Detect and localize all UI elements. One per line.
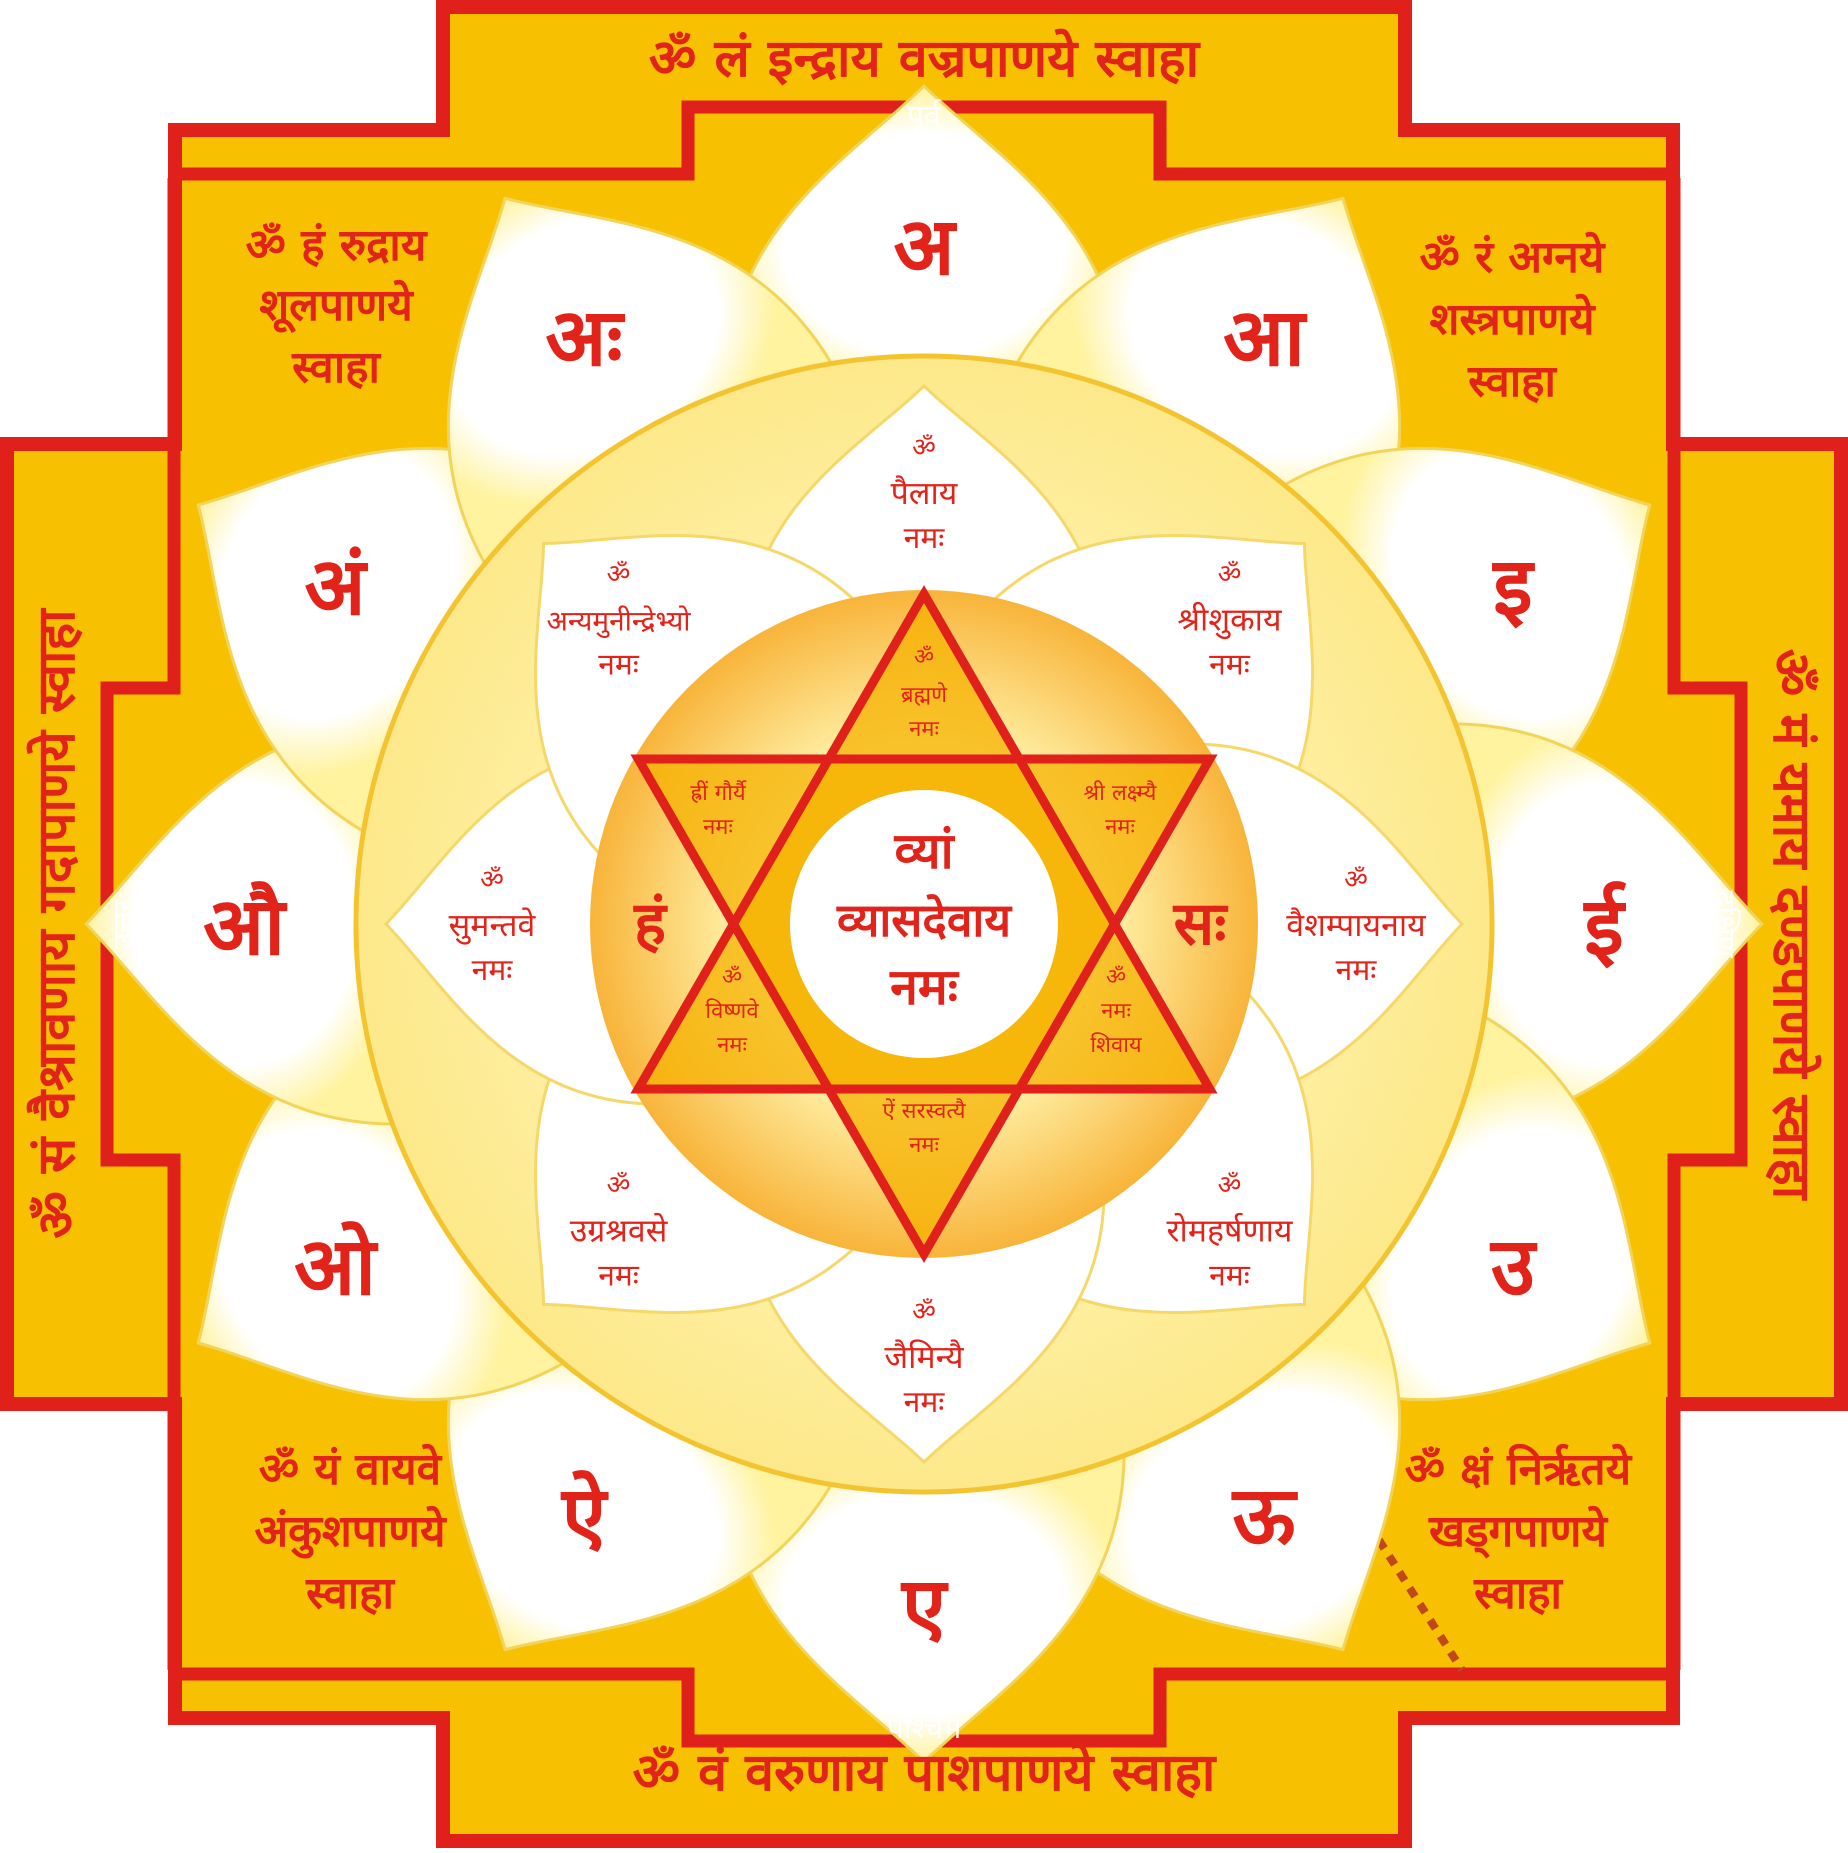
inner-petal-namah: नमः bbox=[904, 1385, 946, 1420]
corner-bottom-right-line-3: स्वाहा bbox=[1473, 1568, 1563, 1619]
star-lower-right-line-1: नमः bbox=[1101, 999, 1131, 1024]
inner-petal-name: अन्यमुनीन्द्रेभ्यो bbox=[546, 605, 691, 639]
outer-petal-letter: उ bbox=[1489, 1220, 1538, 1313]
star-bottom-line-1: ऐं सरस्वत्यै bbox=[883, 1098, 967, 1124]
corner-bottom-left-line-3: स्वाहा bbox=[305, 1568, 395, 1619]
inner-petal-name: वैशम्पायनाय bbox=[1286, 906, 1427, 944]
side-letter-right: सः bbox=[1173, 889, 1229, 959]
corner-bottom-right-line-1: ॐ क्षं निर्ऋतये bbox=[1405, 1443, 1633, 1495]
corner-bottom-left-line-2: अंकुशपाणये bbox=[254, 1505, 447, 1559]
outer-petal-letter: ऐ bbox=[560, 1469, 609, 1562]
star-lower-right-om: ॐ bbox=[1106, 965, 1126, 990]
star-lower-left-line-1: विष्णवे bbox=[705, 998, 759, 1024]
corner-top-left-line-3: स्वाहा bbox=[291, 342, 381, 393]
inner-petal-name: सुमन्तवे bbox=[449, 906, 537, 945]
inner-petal-name: श्रीशुकाय bbox=[1177, 601, 1283, 640]
outer-petal bbox=[446, 196, 840, 576]
corner-top-right: ॐ रं अग्नये शस्त्रपाणये स्वाहा bbox=[1420, 231, 1606, 407]
inner-petal-name: रोमहर्षणाय bbox=[1166, 1211, 1293, 1249]
star-upper-right-line-1: श्री लक्ष्म्यै bbox=[1084, 780, 1158, 806]
outer-petal-letter: ई bbox=[1582, 880, 1626, 973]
corner-bottom-right-line-2: खड्गपाणये bbox=[1428, 1505, 1609, 1559]
corner-bottom-left: ॐ यं वायवे अंकुशपाणये स्वाहा bbox=[254, 1443, 447, 1619]
star-upper-left-line-2: नमः bbox=[703, 815, 733, 840]
corner-top-left: ॐ हं रुद्राय शूलपाणये स्वाहा bbox=[246, 220, 428, 393]
inner-petal-namah: नमः bbox=[1336, 953, 1378, 988]
corner-top-right-line-1: ॐ रं अग्नये bbox=[1420, 231, 1606, 283]
star-point-bottom: ऐं सरस्वत्यै नमः bbox=[883, 1098, 967, 1158]
inner-petal-namah: नमः bbox=[598, 648, 640, 683]
inner-petal-om: ॐ bbox=[1344, 865, 1368, 895]
corner-bottom-right: ॐ क्षं निर्ऋतये खड्गपाणये स्वाहा bbox=[1405, 1443, 1633, 1619]
star-point-lower-left: ॐ विष्णवे नमः bbox=[705, 965, 759, 1058]
inner-petal-name: जैमिन्यै bbox=[884, 1338, 965, 1376]
star-lower-left-line-2: नमः bbox=[717, 1033, 747, 1058]
outer-petal-letter: ऊ bbox=[1231, 1469, 1299, 1562]
star-top-line-2: नमः bbox=[909, 717, 939, 742]
gate-bottom-mantra: ॐ वं वरुणाय पाशपाणये स्वाहा bbox=[633, 1742, 1218, 1803]
inner-petal-namah: नमः bbox=[1209, 1258, 1251, 1293]
inner-petal-namah: नमः bbox=[1209, 648, 1251, 683]
center-line-1: व्यां bbox=[893, 822, 955, 880]
inner-petal-namah: नमः bbox=[904, 521, 946, 556]
inner-petal-namah: नमः bbox=[598, 1258, 640, 1293]
gate-left-mantra: ॐ सं वैश्रावणाय गदापाणये स्वाहा bbox=[26, 607, 87, 1239]
outer-petal-letter: इ bbox=[1491, 540, 1535, 633]
inner-petal-om: ॐ bbox=[1218, 1170, 1242, 1200]
center-circle bbox=[790, 790, 1058, 1058]
inner-petal-om: ॐ bbox=[912, 433, 936, 463]
outer-lotus: अ आ इ ई उ ऊ ए ऐ ओ औ अं अः bbox=[83, 83, 1765, 1765]
inner-lotus: ॐ पैलाय नमः ॐ श्रीशुकाय नमः ॐ वैशम्पायनाय नमः ॐ रो… bbox=[383, 383, 1465, 1465]
center-line-2: व्यासदेवाय bbox=[836, 893, 1013, 947]
inner-petal-om: ॐ bbox=[607, 1170, 631, 1200]
inner-petal-name: पैलाय bbox=[891, 474, 959, 512]
gate-right-mantra: ॐ मं यमाय दण्डपाणये स्वाहा bbox=[1761, 649, 1822, 1202]
inner-petal-om: ॐ bbox=[1218, 560, 1242, 590]
direction-east: पूर्व bbox=[907, 99, 942, 135]
corner-top-right-line-3: स्वाहा bbox=[1467, 356, 1557, 407]
inner-petal-om: ॐ bbox=[480, 865, 504, 895]
star-upper-left-line-1: ह्रीं गौर्यै bbox=[690, 780, 746, 806]
outer-petal-letter: आ bbox=[1223, 291, 1308, 384]
star-top-line-1: ब्रह्मणे bbox=[901, 682, 948, 708]
outer-petal-letter: ए bbox=[900, 1560, 949, 1653]
corner-bottom-left-line-1: ॐ यं वायवे bbox=[259, 1443, 443, 1495]
triangle-down-outline bbox=[630, 754, 1218, 1263]
star-bottom-line-2: नमः bbox=[909, 1133, 939, 1158]
inner-petal-om: ॐ bbox=[912, 1297, 936, 1327]
star-point-top: ॐ ब्रह्मणे नमः bbox=[901, 645, 948, 742]
center-line-3: नमः bbox=[889, 958, 960, 1016]
gate-top-mantra: ॐ लं इन्द्राय वज्रपाणये स्वाहा bbox=[649, 28, 1202, 89]
center-mantra: व्यां व्यासदेवाय नमः bbox=[836, 822, 1013, 1016]
corner-top-left-line-1: ॐ हं रुद्राय bbox=[246, 220, 428, 271]
corner-top-right-line-2: शस्त्रपाणये bbox=[1429, 293, 1596, 345]
star-point-upper-right: श्री लक्ष्म्यै नमः bbox=[1084, 780, 1158, 840]
direction-north: उत्तर bbox=[107, 899, 142, 949]
corner-top-left-line-2: शूलपाणये bbox=[259, 279, 414, 334]
star-upper-right-line-2: नमः bbox=[1105, 815, 1135, 840]
star-point-upper-left: ह्रीं गौर्यै नमः bbox=[690, 780, 746, 840]
outer-petal-letter: औ bbox=[203, 880, 288, 973]
inner-petal-om: ॐ bbox=[607, 560, 631, 590]
direction-west: पश्चिम bbox=[887, 1711, 963, 1746]
inner-petal-name: उग्रश्रवसे bbox=[570, 1211, 669, 1249]
star-lower-left-om: ॐ bbox=[722, 965, 742, 990]
outer-petal-letter: अ bbox=[893, 200, 957, 293]
star-top-om: ॐ bbox=[914, 645, 934, 670]
outer-petal-letter: अं bbox=[305, 540, 369, 633]
outer-petal-letter: ओ bbox=[294, 1220, 379, 1313]
inner-petal-namah: नमः bbox=[472, 953, 514, 988]
outer-petal-letter: अः bbox=[545, 291, 625, 384]
star-point-lower-right: ॐ नमः शिवाय bbox=[1090, 965, 1143, 1058]
direction-south: दक्षिण bbox=[1706, 891, 1741, 959]
triangle-up-outline bbox=[630, 585, 1218, 1094]
star-lower-right-line-2: शिवाय bbox=[1090, 1032, 1143, 1058]
side-letter-left: हं bbox=[633, 889, 668, 959]
